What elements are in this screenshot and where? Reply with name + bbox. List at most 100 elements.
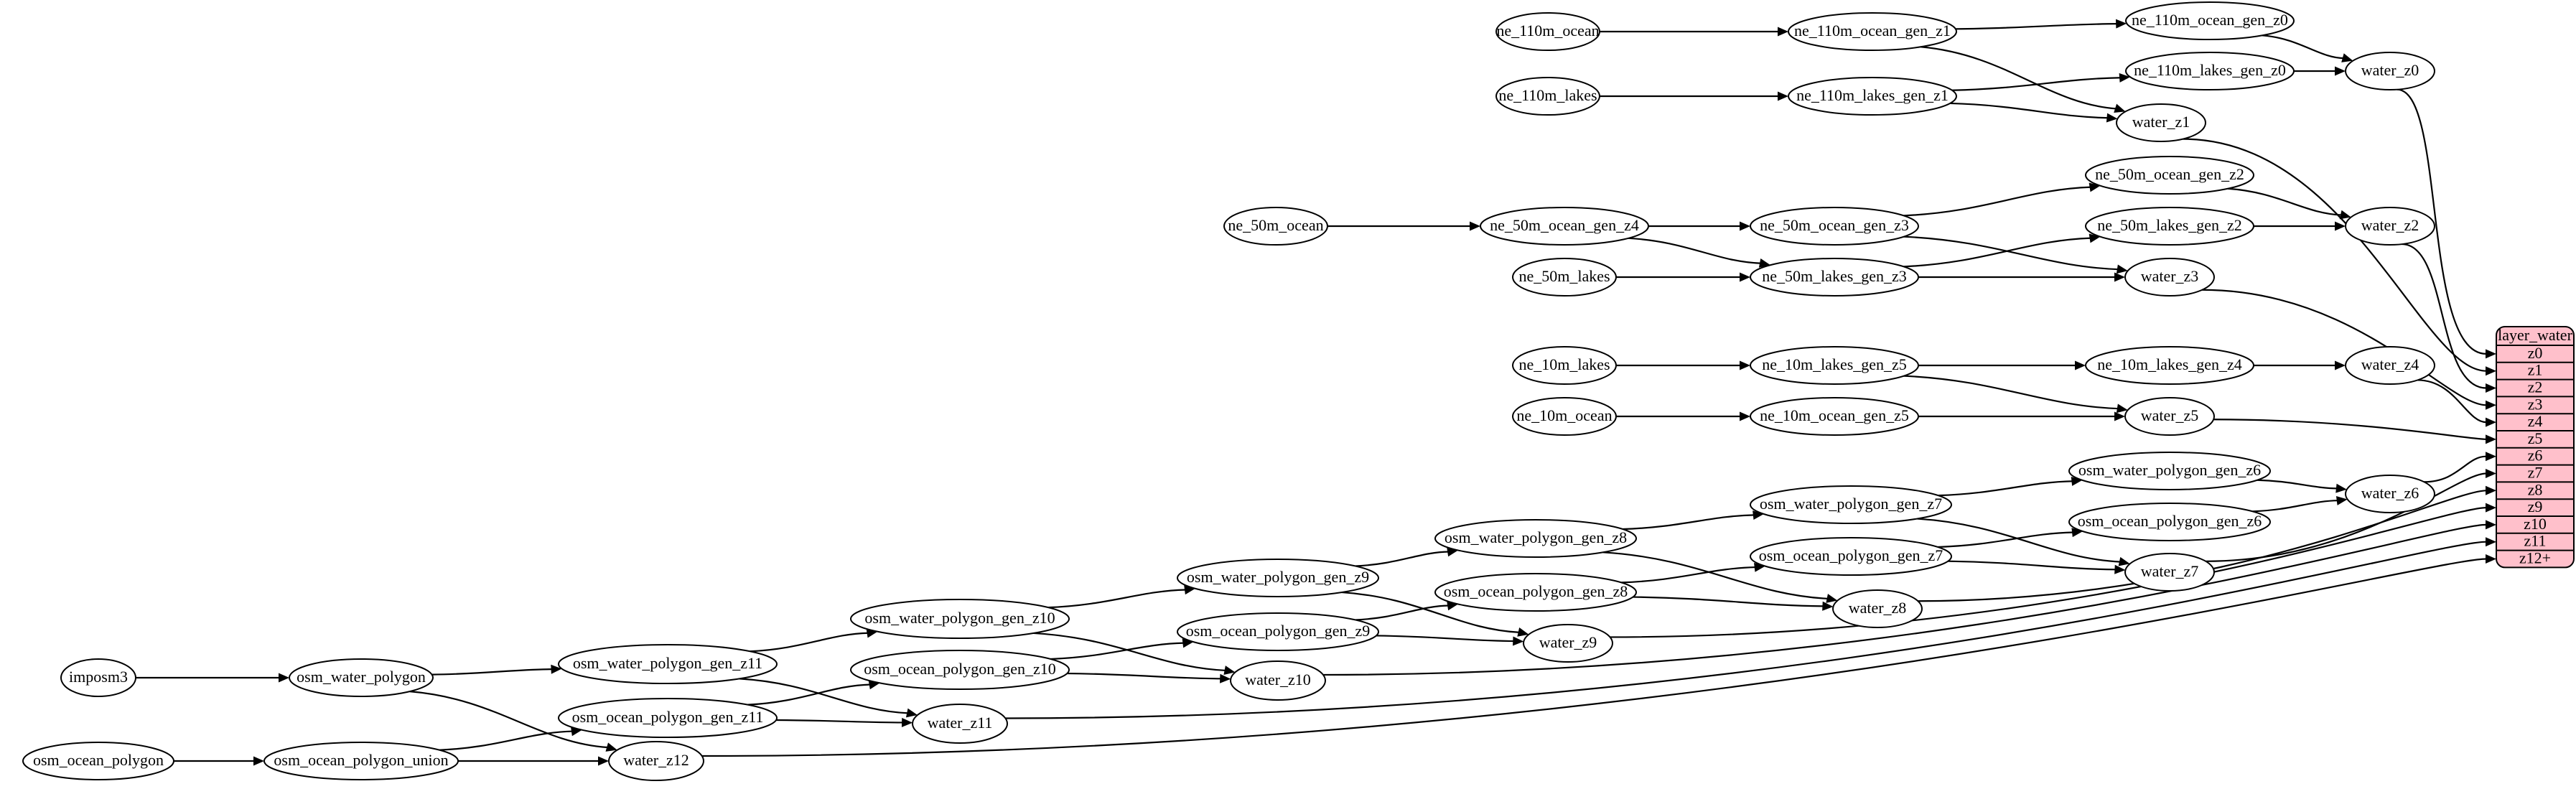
node-ellipse-ne_110m_ocean_gen_z1[interactable] [1788,12,1957,51]
node-osm_water_polygon_gen_z9[interactable]: osm_water_polygon_gen_z9 [1177,559,1379,597]
node-water_z5[interactable]: water_z5 [2124,397,2215,436]
table-row-z11[interactable]: z11 [2524,532,2547,550]
node-ellipse-osm_water_polygon_gen_z9[interactable] [1177,559,1379,597]
node-ellipse-water_z1[interactable] [2116,103,2206,142]
node-osm_ocean_polygon_gen_z11[interactable]: osm_ocean_polygon_gen_z11 [558,698,778,738]
node-ellipse-water_z2[interactable] [2345,207,2435,246]
node-ellipse-osm_ocean_polygon_union[interactable] [263,742,459,780]
table-row-z5[interactable]: z5 [2528,429,2543,447]
node-ne_110m_ocean[interactable]: ne_110m_ocean [1495,12,1600,51]
node-ellipse-osm_ocean_polygon_gen_z10[interactable] [850,650,1070,690]
node-ellipse-water_z0[interactable] [2345,52,2435,90]
table-row-z9[interactable]: z9 [2528,498,2543,515]
node-ne_10m_ocean_gen_z5[interactable]: ne_10m_ocean_gen_z5 [1750,397,1919,436]
node-ne_50m_ocean[interactable]: ne_50m_ocean [1223,207,1328,246]
node-water_z1[interactable]: water_z1 [2116,103,2206,142]
node-water_z6[interactable]: water_z6 [2345,475,2435,513]
node-osm_water_polygon_gen_z10[interactable]: osm_water_polygon_gen_z10 [850,599,1070,639]
node-water_z4[interactable]: water_z4 [2345,346,2435,385]
node-ne_110m_ocean_gen_z1[interactable]: ne_110m_ocean_gen_z1 [1788,12,1957,51]
node-ellipse-osm_water_polygon_gen_z6[interactable] [2068,452,2271,490]
node-ellipse-ne_110m_lakes[interactable] [1495,77,1600,116]
node-ellipse-ne_110m_lakes_gen_z1[interactable] [1788,77,1957,116]
node-ne_10m_lakes_gen_z4[interactable]: ne_10m_lakes_gen_z4 [2085,346,2254,385]
node-ellipse-water_z4[interactable] [2345,346,2435,385]
node-ellipse-ne_110m_ocean_gen_z0[interactable] [2125,1,2295,40]
node-ellipse-osm_ocean_polygon_gen_z8[interactable] [1434,573,1637,612]
node-ellipse-osm_water_polygon_gen_z10[interactable] [850,599,1070,639]
node-ne_50m_ocean_gen_z2[interactable]: ne_50m_ocean_gen_z2 [2085,156,2254,195]
node-ellipse-ne_50m_lakes[interactable] [1512,258,1617,297]
node-ellipse-water_z11[interactable] [912,704,1008,744]
node-water_z7[interactable]: water_z7 [2124,553,2215,592]
node-water_z10[interactable]: water_z10 [1230,660,1326,701]
table-row-z12+[interactable]: z12+ [2519,549,2551,567]
node-ellipse-ne_50m_ocean_gen_z2[interactable] [2085,156,2254,195]
node-ellipse-ne_110m_ocean[interactable] [1495,12,1600,51]
node-water_z9[interactable]: water_z9 [1523,624,1613,663]
node-ellipse-ne_50m_ocean_gen_z3[interactable] [1750,207,1919,246]
node-water_z11[interactable]: water_z11 [912,704,1008,744]
node-ellipse-ne_10m_lakes[interactable] [1512,346,1617,385]
node-osm_water_polygon[interactable]: osm_water_polygon [289,658,434,697]
node-ellipse-water_z7[interactable] [2124,553,2215,592]
node-water_z0[interactable]: water_z0 [2345,52,2435,90]
node-imposm3[interactable]: imposm3 [60,658,136,697]
node-ellipse-water_z8[interactable] [1832,589,1923,628]
node-ellipse-water_z12[interactable] [608,741,704,781]
table-row-z4[interactable]: z4 [2528,412,2543,430]
node-osm_ocean_polygon_gen_z9[interactable]: osm_ocean_polygon_gen_z9 [1177,612,1379,651]
node-ellipse-ne_10m_ocean[interactable] [1512,397,1617,436]
node-ne_110m_lakes_gen_z1[interactable]: ne_110m_lakes_gen_z1 [1788,77,1957,116]
node-water_z2[interactable]: water_z2 [2345,207,2435,246]
node-osm_ocean_polygon[interactable]: osm_ocean_polygon [22,742,174,780]
node-osm_water_polygon_gen_z8[interactable]: osm_water_polygon_gen_z8 [1434,519,1637,558]
node-ne_50m_lakes_gen_z3[interactable]: ne_50m_lakes_gen_z3 [1750,258,1919,297]
node-ellipse-ne_50m_ocean_gen_z4[interactable] [1480,207,1649,246]
node-ellipse-osm_water_polygon_gen_z11[interactable] [558,644,778,684]
node-ne_50m_lakes_gen_z2[interactable]: ne_50m_lakes_gen_z2 [2085,207,2254,246]
node-ellipse-ne_50m_lakes_gen_z2[interactable] [2085,207,2254,246]
node-water_z12[interactable]: water_z12 [608,741,704,781]
node-ellipse-water_z6[interactable] [2345,475,2435,513]
node-ellipse-ne_10m_lakes_gen_z5[interactable] [1750,346,1919,385]
node-osm_water_polygon_gen_z6[interactable]: osm_water_polygon_gen_z6 [2068,452,2271,490]
table-row-z10[interactable]: z10 [2524,515,2547,533]
node-water_z8[interactable]: water_z8 [1832,589,1923,628]
node-ellipse-ne_110m_lakes_gen_z0[interactable] [2125,52,2295,90]
node-ellipse-osm_ocean_polygon_gen_z11[interactable] [558,698,778,738]
node-ellipse-ne_50m_ocean[interactable] [1223,207,1328,246]
node-ellipse-osm_ocean_polygon_gen_z7[interactable] [1750,537,1952,576]
node-ellipse-imposm3[interactable] [60,658,136,697]
node-ne_10m_lakes_gen_z5[interactable]: ne_10m_lakes_gen_z5 [1750,346,1919,385]
table-row-z2[interactable]: z2 [2528,378,2543,396]
node-ne_50m_lakes[interactable]: ne_50m_lakes [1512,258,1617,297]
node-ne_110m_lakes_gen_z0[interactable]: ne_110m_lakes_gen_z0 [2125,52,2295,90]
node-ellipse-osm_water_polygon_gen_z8[interactable] [1434,519,1637,558]
node-ellipse-osm_water_polygon[interactable] [289,658,434,697]
node-ne_110m_ocean_gen_z0[interactable]: ne_110m_ocean_gen_z0 [2125,1,2295,40]
node-ellipse-water_z3[interactable] [2124,258,2215,297]
node-osm_ocean_polygon_gen_z8[interactable]: osm_ocean_polygon_gen_z8 [1434,573,1637,612]
table-row-z0[interactable]: z0 [2528,344,2543,362]
table-row-z6[interactable]: z6 [2528,447,2543,464]
node-ne_10m_ocean[interactable]: ne_10m_ocean [1512,397,1617,436]
node-osm_ocean_polygon_gen_z7[interactable]: osm_ocean_polygon_gen_z7 [1750,537,1952,576]
node-osm_ocean_polygon_gen_z10[interactable]: osm_ocean_polygon_gen_z10 [850,650,1070,690]
node-osm_ocean_polygon_gen_z6[interactable]: osm_ocean_polygon_gen_z6 [2068,503,2271,541]
node-ellipse-water_z5[interactable] [2124,397,2215,436]
node-ellipse-ne_10m_ocean_gen_z5[interactable] [1750,397,1919,436]
node-ellipse-osm_ocean_polygon_gen_z6[interactable] [2068,503,2271,541]
table-row-z3[interactable]: z3 [2528,395,2543,413]
node-ne_110m_lakes[interactable]: ne_110m_lakes [1495,77,1600,116]
node-ne_50m_ocean_gen_z3[interactable]: ne_50m_ocean_gen_z3 [1750,207,1919,246]
node-ellipse-water_z10[interactable] [1230,660,1326,701]
node-ellipse-ne_10m_lakes_gen_z4[interactable] [2085,346,2254,385]
table-row-z1[interactable]: z1 [2528,361,2543,379]
node-ellipse-osm_water_polygon_gen_z7[interactable] [1750,485,1952,524]
node-ellipse-water_z9[interactable] [1523,624,1613,663]
table-row-z7[interactable]: z7 [2528,464,2543,482]
node-ellipse-osm_ocean_polygon[interactable] [22,742,174,780]
node-ellipse-osm_ocean_polygon_gen_z9[interactable] [1177,612,1379,651]
node-ne_50m_ocean_gen_z4[interactable]: ne_50m_ocean_gen_z4 [1480,207,1649,246]
